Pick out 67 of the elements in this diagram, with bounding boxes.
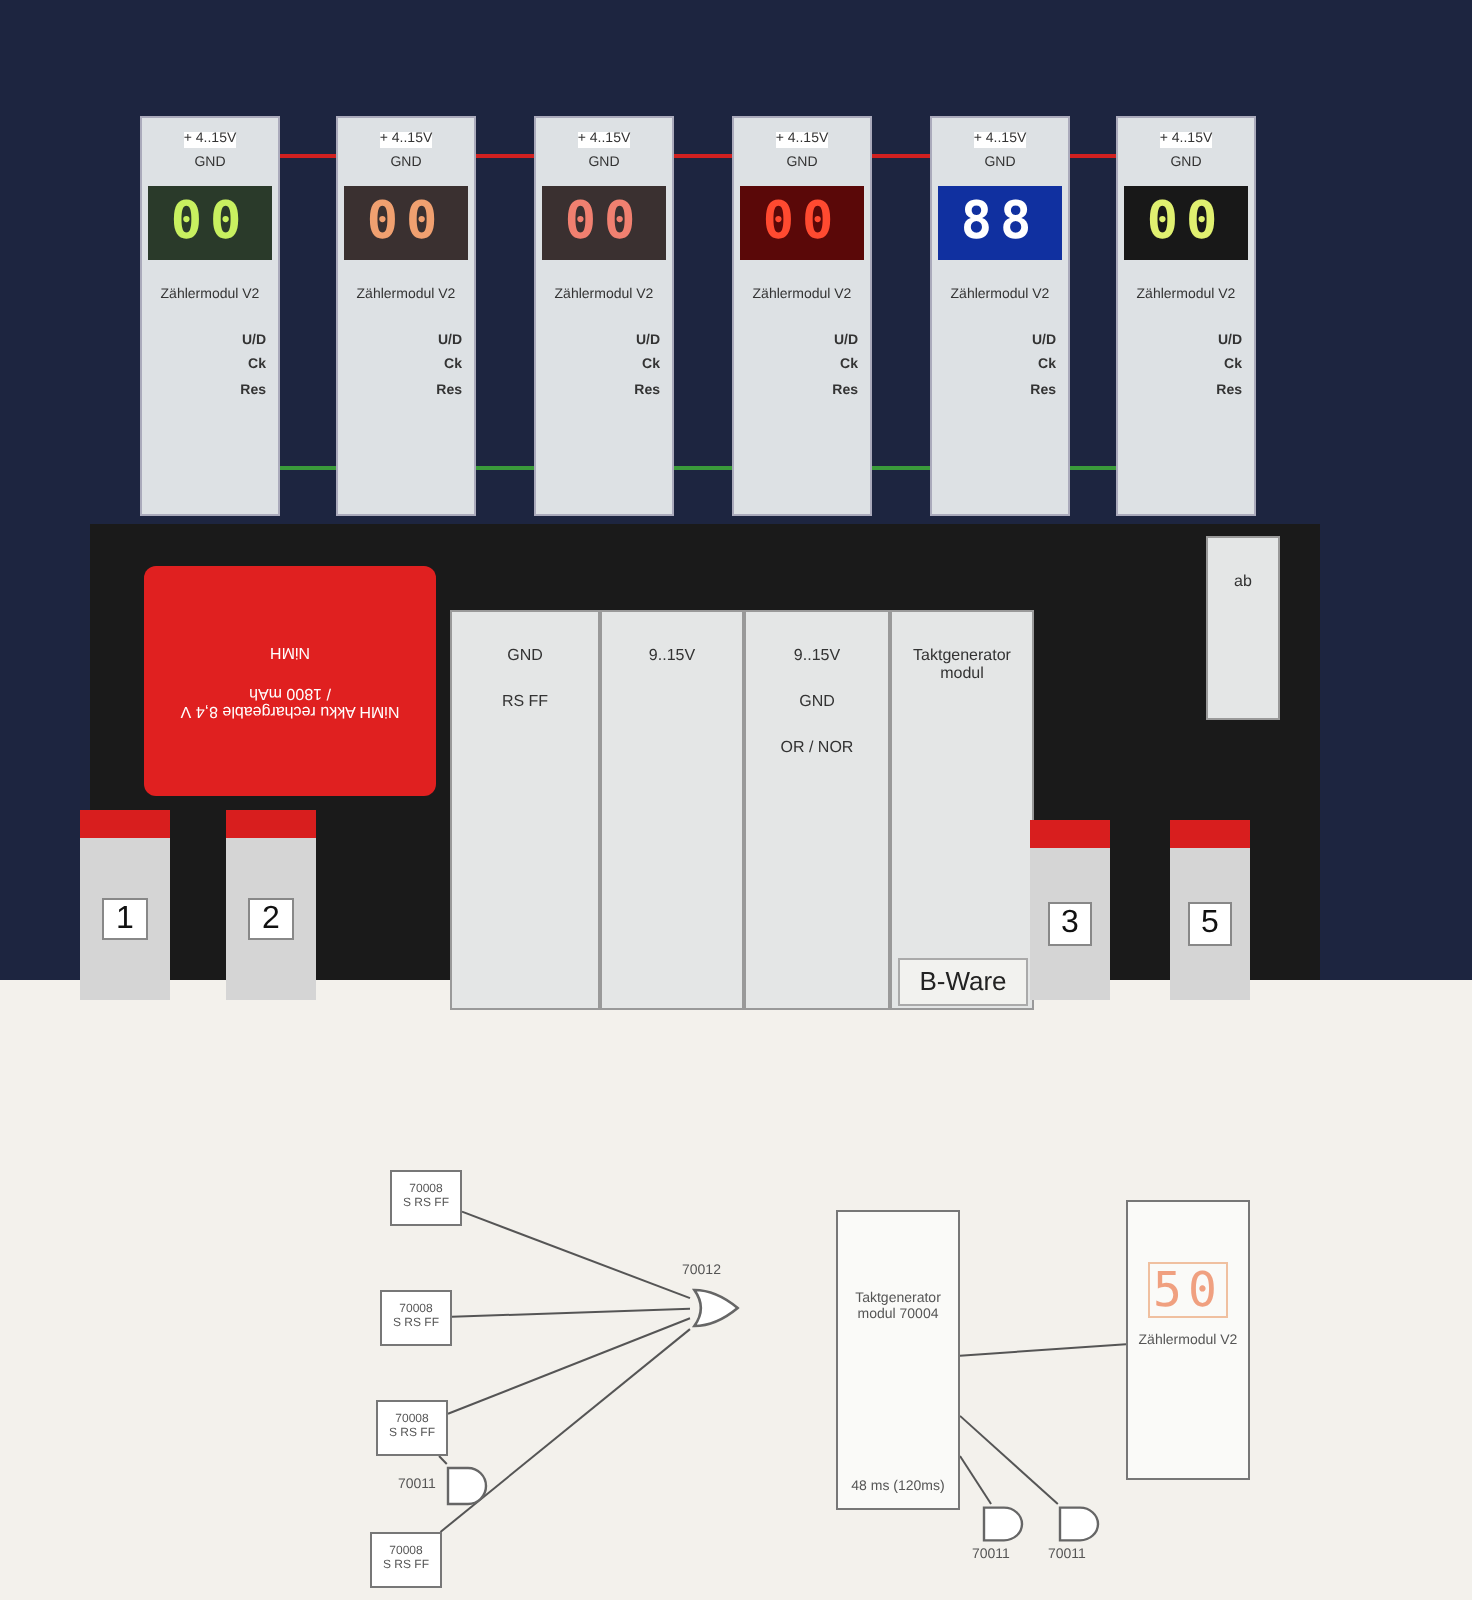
- logic-module: [600, 610, 744, 1010]
- circuit-line: [461, 1210, 691, 1300]
- flip-flop-symbol: [380, 1290, 452, 1346]
- battery-rating-label: NiMH Akku rechargeable 8,4 V / 1800 mAh: [180, 684, 400, 720]
- button-number: 2: [248, 897, 294, 941]
- module-label: RS FF: [501, 693, 549, 712]
- wire: [1070, 154, 1116, 158]
- logic-module: [890, 610, 1034, 1010]
- logic-module: [1206, 536, 1280, 720]
- circuit-line: [959, 1414, 1059, 1505]
- logic-module: [450, 610, 600, 1010]
- push-button: [80, 810, 170, 1000]
- and-gate-symbol: [1056, 1504, 1104, 1544]
- logic-module: [744, 610, 890, 1010]
- sticker: [898, 958, 1028, 1006]
- wire: [476, 466, 534, 470]
- button-number: 1: [102, 897, 148, 941]
- segment-display: 00: [1124, 186, 1248, 260]
- wire: [280, 154, 336, 158]
- circuit-line: [438, 1455, 448, 1465]
- sticker-label: B-Ware: [919, 967, 1007, 997]
- wire: [280, 466, 336, 470]
- circuit-line: [959, 1454, 993, 1505]
- wire: [1070, 466, 1116, 470]
- wire: [872, 154, 930, 158]
- module-label: ab: [1234, 574, 1252, 592]
- module-label: GND: [507, 648, 543, 666]
- circuit-line: [439, 1328, 691, 1533]
- segment-display: 50: [1147, 1262, 1229, 1319]
- segment-display: 88: [938, 186, 1062, 260]
- module-label: 9..15V: [793, 648, 841, 666]
- counter-module-symbol: [1126, 1200, 1250, 1480]
- wire: [674, 466, 732, 470]
- circuit-line: [451, 1307, 691, 1318]
- push-button: [1030, 820, 1110, 1000]
- circuit-line: [959, 1343, 1127, 1357]
- module-label: GND: [799, 693, 835, 712]
- module-label: OR / NOR: [780, 739, 854, 757]
- battery-pack: [144, 566, 436, 796]
- segment-display: 00: [740, 186, 864, 260]
- module-label: Taktgenerator modul: [911, 648, 1013, 684]
- segment-display: 00: [344, 186, 468, 260]
- counter-module: [930, 116, 1070, 516]
- button-number: 5: [1187, 902, 1233, 946]
- flip-flop-symbol: [376, 1400, 448, 1456]
- wire: [674, 154, 732, 158]
- battery-type-label: NiMH: [268, 642, 312, 661]
- module-label: 9..15V: [648, 648, 696, 666]
- flip-flop-symbol: [390, 1170, 462, 1226]
- flip-flop-symbol: [370, 1532, 442, 1588]
- clock-generator-symbol: [836, 1210, 960, 1510]
- circuit-line: [447, 1317, 691, 1415]
- wire: [476, 154, 534, 158]
- counter-module: [1116, 116, 1256, 516]
- counter-module: [732, 116, 872, 516]
- or-gate-symbol: [690, 1286, 742, 1330]
- and-gate-symbol: [980, 1504, 1028, 1544]
- segment-display: 00: [542, 186, 666, 260]
- and-gate-symbol: [444, 1464, 492, 1508]
- counter-module: [140, 116, 280, 516]
- button-number: 3: [1047, 902, 1093, 946]
- counter-module: [534, 116, 674, 516]
- push-button: [226, 810, 316, 1000]
- counter-module: [336, 116, 476, 516]
- wire: [872, 466, 930, 470]
- push-button: [1170, 820, 1250, 1000]
- segment-display: 00: [148, 186, 272, 260]
